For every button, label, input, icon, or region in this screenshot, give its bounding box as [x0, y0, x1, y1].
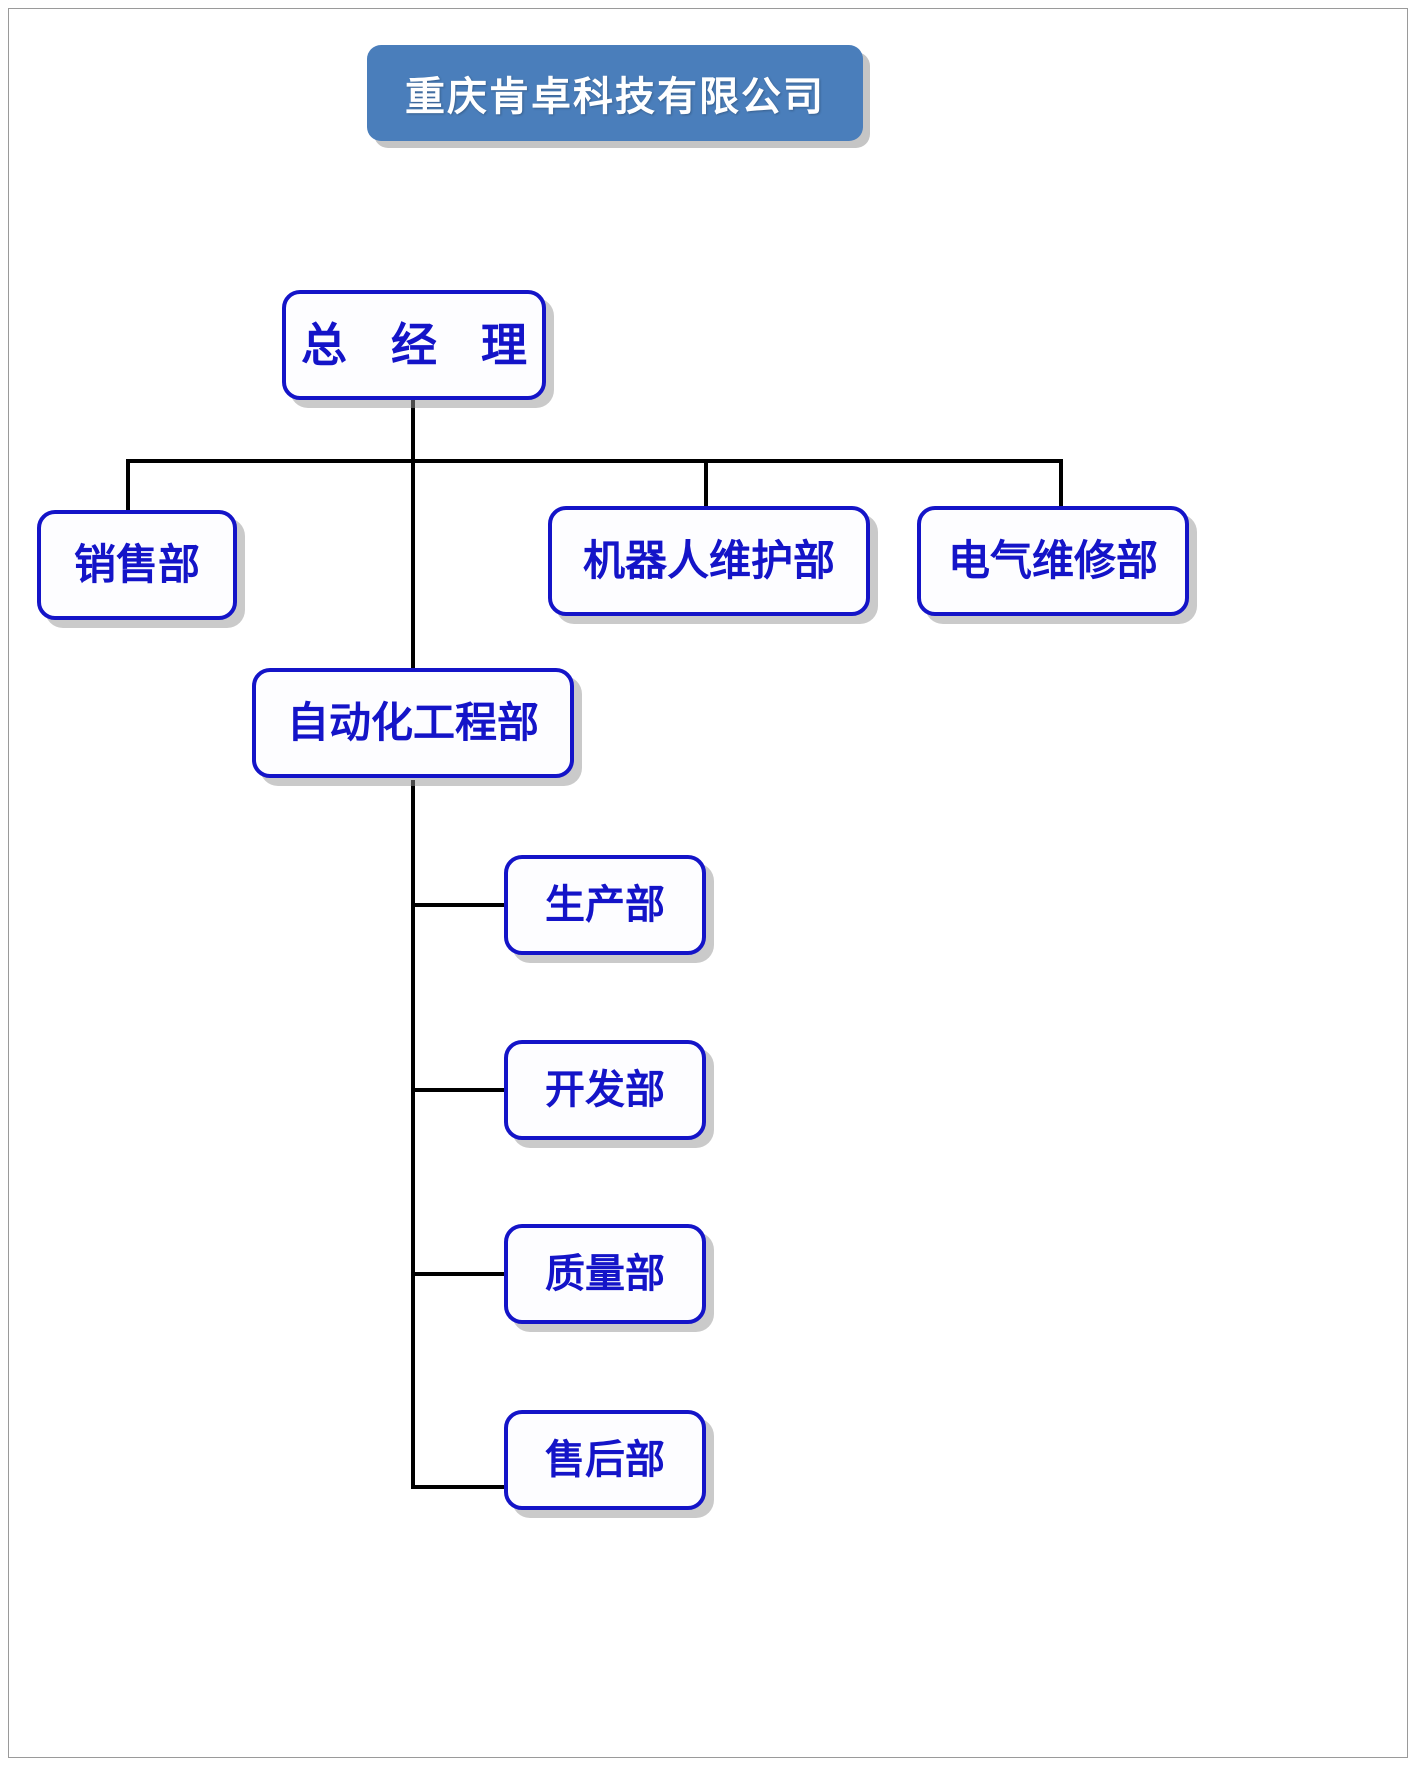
node-after-sales[interactable]: 售后部 — [504, 1410, 706, 1510]
node-quality[interactable]: 质量部 — [504, 1224, 706, 1324]
connector-main-bus — [126, 459, 1063, 463]
node-automation-engineering[interactable]: 自动化工程部 — [252, 668, 574, 778]
node-general-manager[interactable]: 总 经 理 — [282, 290, 546, 400]
node-robot-maintenance[interactable]: 机器人维护部 — [548, 506, 870, 616]
connector-gm-to-automation — [411, 459, 415, 752]
company-title-banner: 重庆肯卓科技有限公司 — [367, 45, 863, 141]
connector-automation-spine — [411, 780, 415, 1489]
connector-bus-to-electrical — [1059, 459, 1063, 515]
connector-gm-to-bus — [411, 398, 415, 463]
node-electrical-repair[interactable]: 电气维修部 — [917, 506, 1189, 616]
connector-stub-development — [411, 1088, 571, 1092]
connector-stub-production — [411, 903, 571, 907]
connector-stub-after-sales — [411, 1485, 571, 1489]
node-production[interactable]: 生产部 — [504, 855, 706, 955]
connector-stub-quality — [411, 1272, 571, 1276]
node-sales[interactable]: 销售部 — [37, 510, 237, 620]
page-border — [8, 8, 1408, 1758]
node-development[interactable]: 开发部 — [504, 1040, 706, 1140]
connector-bus-to-robot — [704, 459, 708, 515]
